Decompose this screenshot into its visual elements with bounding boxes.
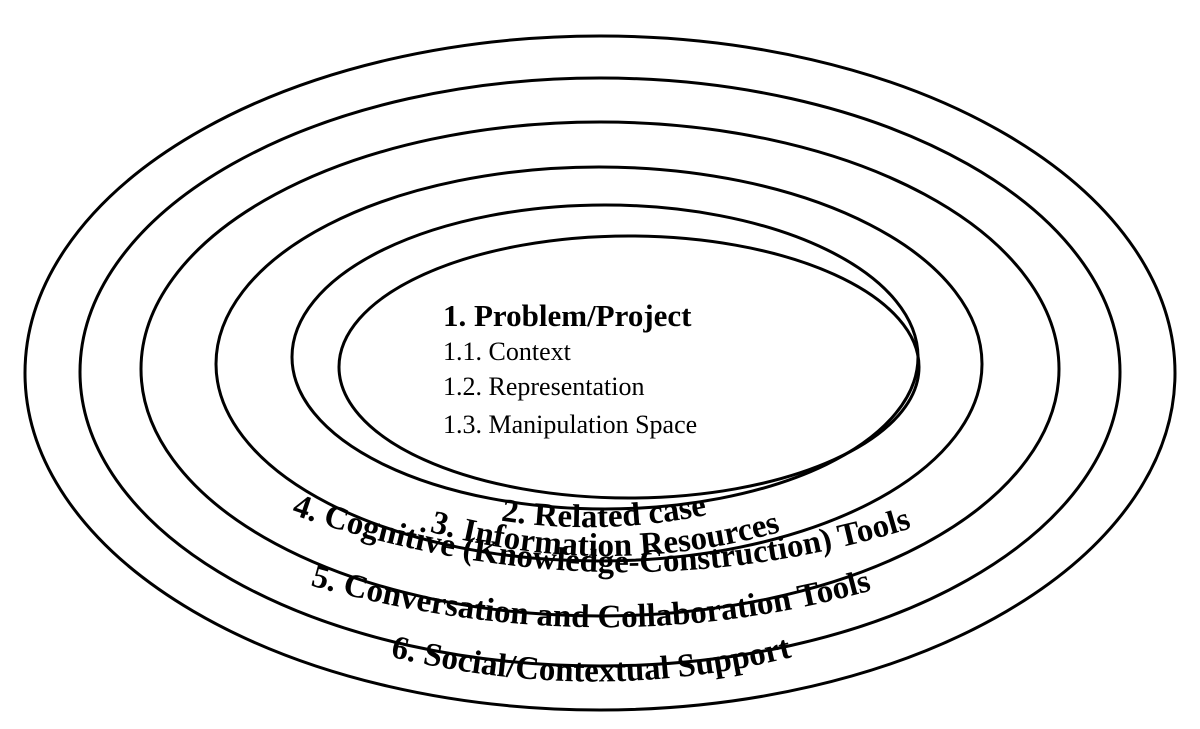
ring-5-conversation-collaboration-tools bbox=[78, 76, 1122, 668]
ring-4-cognitive-tools bbox=[139, 120, 1061, 618]
core-item-representation: 1.2. Representation bbox=[443, 372, 644, 401]
ring-label-social-contextual-support: 6. Social/Contextual Support bbox=[388, 629, 794, 689]
core-item-context: 1.1. Context bbox=[443, 337, 572, 366]
ring-6-social-contextual-support bbox=[23, 34, 1177, 712]
core-item-manipulation-space: 1.3. Manipulation Space bbox=[443, 410, 697, 439]
ring-label-social-contextual-support-path: 6. Social/Contextual Support bbox=[388, 629, 794, 689]
ring-1-problem-project bbox=[337, 234, 921, 500]
core-title: 1. Problem/Project bbox=[443, 298, 692, 333]
ring-3-information-resources bbox=[214, 165, 984, 563]
